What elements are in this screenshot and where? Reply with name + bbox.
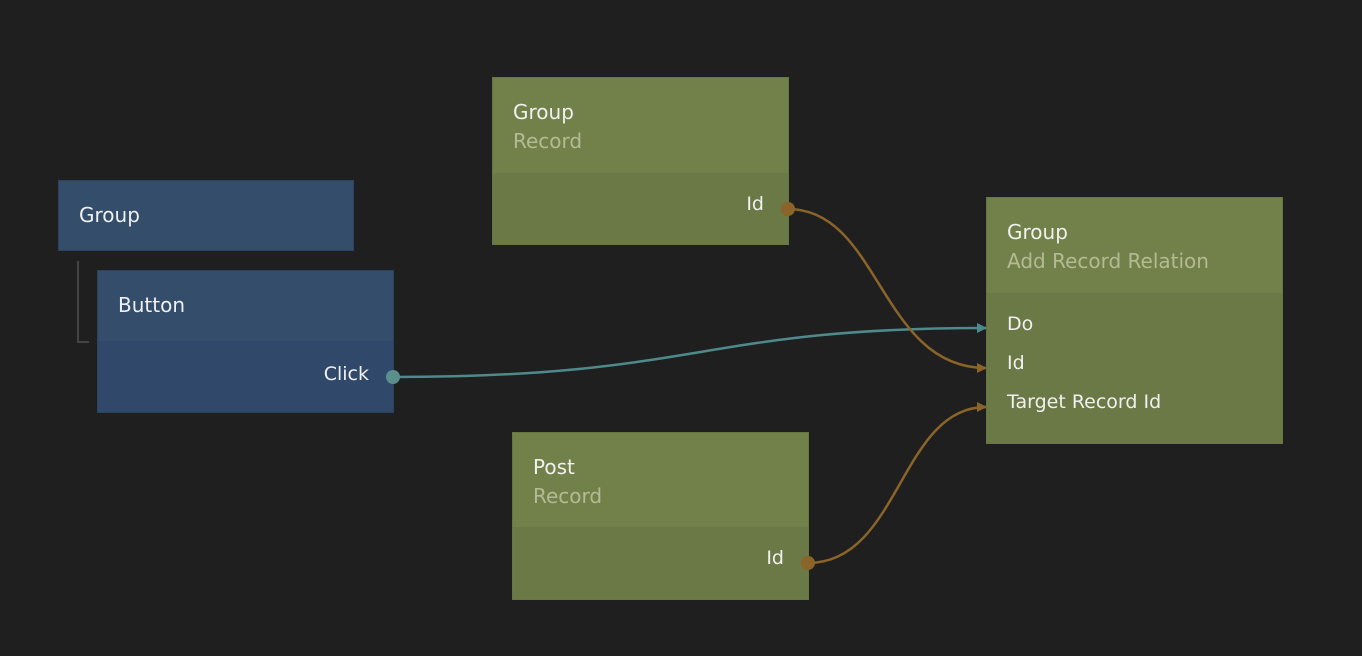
node-title: Button	[118, 293, 185, 317]
node-button[interactable]: Button Click	[97, 270, 394, 413]
node-title: Group	[513, 100, 574, 124]
node-type: Record	[513, 129, 583, 153]
node-title: Post	[533, 455, 575, 479]
node-ports: Id	[493, 173, 788, 244]
wire-group-id-to-id[interactable]	[787, 207, 987, 373]
output-port-click[interactable]: Click	[323, 363, 369, 385]
node-title: Group	[1007, 220, 1068, 244]
output-port-id[interactable]: Id	[746, 193, 764, 215]
node-title: Group	[79, 203, 140, 227]
wire-click-to-do[interactable]	[392, 323, 987, 379]
node-add-record-relation[interactable]: Group Add Record Relation Do Id Target R…	[986, 197, 1283, 444]
node-type: Add Record Relation	[1007, 249, 1209, 273]
input-port-target-record-id[interactable]: Target Record Id	[1007, 391, 1162, 413]
output-port-id[interactable]: Id	[766, 547, 784, 569]
node-ports: Do Id Target Record Id	[987, 293, 1282, 443]
input-port-do[interactable]: Do	[1007, 313, 1034, 335]
hierarchy-connector	[77, 261, 89, 343]
wire-post-id-to-target[interactable]	[807, 402, 987, 565]
node-post-record[interactable]: Post Record Id	[512, 432, 809, 600]
node-type: Record	[533, 484, 603, 508]
node-ports: Id	[513, 527, 808, 599]
node-group-record[interactable]: Group Record Id	[492, 77, 789, 245]
input-port-id[interactable]: Id	[1007, 352, 1025, 374]
node-group-visual[interactable]: Group	[58, 180, 354, 251]
node-ports: Click	[98, 341, 393, 412]
